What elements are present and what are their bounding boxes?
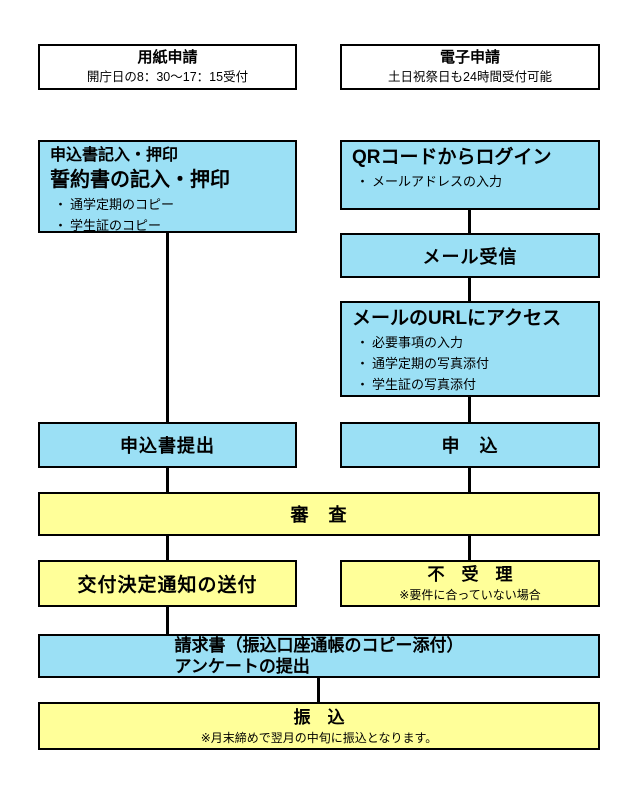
box-review: 審 査 (38, 492, 600, 536)
bullet-item: メールアドレスの入力 (352, 171, 590, 192)
rejected-note: ※要件に合っていない場合 (399, 588, 541, 602)
bullet-item: 必要事項の入力 (352, 332, 590, 353)
electronic-header-title: 電子申請 (439, 49, 500, 66)
connector-paper-fill-to-submit (166, 233, 169, 422)
box-paper-fill-seal: 申込書記入・押印 誓約書の記入・押印 通学定期のコピー 学生証のコピー (38, 140, 297, 236)
connector-apply-to-review (468, 468, 471, 492)
e-apply-label: 申 込 (441, 436, 499, 456)
paper-header-subtitle: 開庁日の8：30～17：15受付 (86, 70, 249, 84)
paper-submit-label: 申込書提出 (120, 436, 215, 456)
connector-login-to-mail (468, 210, 471, 233)
box-grant-notice: 交付決定通知の送付 (38, 560, 297, 607)
qr-login-title: QRコードからログイン (352, 147, 552, 168)
paper-fill-bullet-list: 通学定期のコピー 学生証のコピー (50, 194, 287, 236)
box-bank-transfer: 振 込 ※月末締めで翌月の中旬に振込となります。 (38, 702, 600, 750)
review-label: 審 査 (290, 505, 348, 525)
invoice-text-block: 請求書（振込口座通帳のコピー添付） アンケートの提出 (175, 635, 464, 677)
bullet-item: 学生証の写真添付 (352, 374, 590, 395)
box-mail-url-access: メールのURLにアクセス 必要事項の入力 通学定期の写真添付 学生証の写真添付 (340, 301, 600, 397)
paper-fill-line1: 申込書記入・押印 (50, 147, 179, 164)
rejected-label: 不 受 理 (427, 565, 513, 584)
connector-mail-to-url (468, 278, 471, 301)
paper-fill-line2: 誓約書の記入・押印 (50, 169, 230, 191)
connector-review-to-notice (166, 536, 169, 560)
grant-notice-label: 交付決定通知の送付 (77, 575, 258, 596)
transfer-label: 振 込 (293, 707, 345, 727)
connector-invoice-to-transfer (317, 678, 320, 702)
bullet-item: 学生証のコピー (50, 215, 287, 236)
connector-review-to-rejected (468, 536, 471, 560)
box-e-apply: 申 込 (340, 422, 600, 468)
bullet-item: 通学定期の写真添付 (352, 353, 590, 374)
invoice-line1: 請求書（振込口座通帳のコピー添付） (174, 636, 464, 655)
bullet-item: 通学定期のコピー (50, 194, 287, 215)
electronic-header-subtitle: 土日祝祭日も24時間受付可能 (388, 70, 552, 84)
transfer-note: ※月末締めで翌月の中旬に振込となります。 (200, 730, 438, 745)
box-invoice-survey: 請求書（振込口座通帳のコピー添付） アンケートの提出 (38, 634, 600, 678)
mail-receive-label: メール受信 (422, 246, 518, 267)
connector-url-to-apply (468, 397, 471, 422)
box-rejected: 不 受 理 ※要件に合っていない場合 (340, 560, 600, 607)
box-qr-login: QRコードからログイン メールアドレスの入力 (340, 140, 600, 210)
paper-header-title: 用紙申請 (137, 49, 198, 66)
qr-login-bullet-list: メールアドレスの入力 (352, 171, 590, 192)
box-mail-receive: メール受信 (340, 233, 600, 278)
header-electronic-application: 電子申請 土日祝祭日も24時間受付可能 (340, 44, 600, 90)
connector-notice-to-invoice (166, 607, 169, 634)
mail-url-title: メールのURLにアクセス (352, 308, 562, 329)
connector-paper-submit-to-review (166, 468, 169, 492)
header-paper-application: 用紙申請 開庁日の8：30～17：15受付 (38, 44, 297, 90)
invoice-line2: アンケートの提出 (174, 657, 310, 676)
mail-url-bullet-list: 必要事項の入力 通学定期の写真添付 学生証の写真添付 (352, 332, 590, 395)
box-paper-submit: 申込書提出 (38, 422, 297, 468)
